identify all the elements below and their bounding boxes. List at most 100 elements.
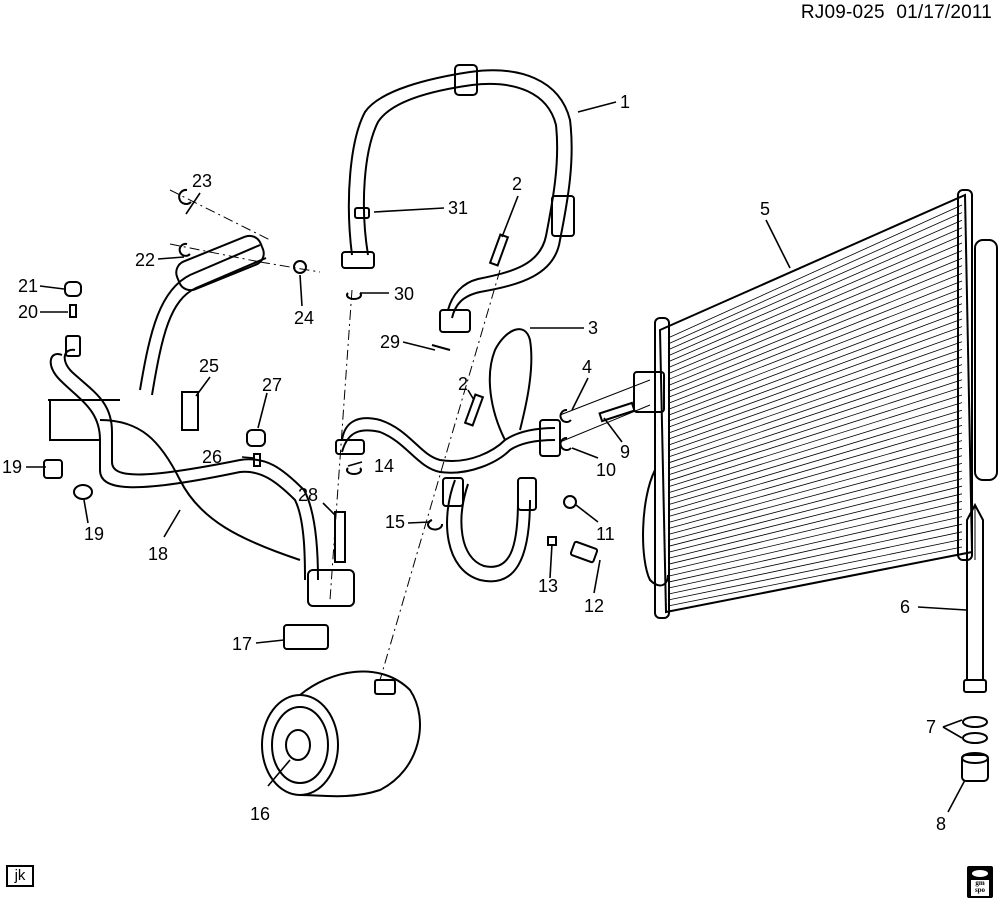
- diagram-code: RJ09-025: [800, 2, 885, 23]
- condenser-fin: [667, 356, 963, 458]
- condenser-fin: [667, 295, 963, 410]
- stud-9: [598, 401, 636, 423]
- callout-15: 15: [385, 512, 405, 532]
- diagram-date: 01/17/2011: [896, 2, 992, 23]
- callout-27: 27: [262, 375, 282, 395]
- callout-6: 6: [900, 597, 910, 617]
- callout-19a: 19: [2, 457, 22, 477]
- callout-2b: 2: [458, 374, 468, 394]
- condenser-fin: [667, 485, 963, 559]
- illustrator-tag: jk: [6, 865, 34, 887]
- condenser-fin: [667, 326, 963, 434]
- callout-8: 8: [936, 814, 946, 834]
- callout-9: 9: [620, 442, 630, 462]
- bolt-2b: [463, 393, 485, 427]
- callout-22: 22: [135, 250, 155, 270]
- condenser-fin: [667, 455, 963, 535]
- seal-23: [178, 188, 192, 205]
- condenser-fin: [667, 364, 963, 464]
- condenser-fin: [667, 402, 963, 494]
- condenser-fin: [667, 257, 963, 381]
- condenser-fin: [667, 409, 963, 500]
- callout-19b: 19: [84, 524, 104, 544]
- valve-core-20: [69, 304, 77, 318]
- callout-30: 30: [394, 284, 414, 304]
- nut-31: [354, 207, 370, 219]
- callout-13: 13: [538, 576, 558, 596]
- tube-18: [48, 234, 355, 607]
- seal-15: [427, 519, 443, 531]
- condenser-fin: [667, 539, 963, 601]
- callout-28: 28: [298, 485, 318, 505]
- condenser-fin: [667, 265, 963, 387]
- condenser-fin: [667, 318, 963, 428]
- callout-18: 18: [148, 544, 168, 564]
- condenser-fin: [667, 371, 963, 470]
- condenser-fin: [667, 501, 963, 571]
- logo-text-bottom: spo: [974, 886, 986, 894]
- illustrator-tag-text: jk: [14, 867, 26, 884]
- callout-labels: 1 2 2 3 4 5 6 7 8 9 10 11 12 13 14 15 16…: [2, 92, 946, 834]
- condenser-fin: [667, 447, 963, 529]
- stud-28: [334, 511, 346, 563]
- o-rings-7: [962, 716, 988, 744]
- callout-31: 31: [448, 198, 468, 218]
- condenser-fin: [667, 470, 963, 547]
- seal-4: [559, 409, 572, 423]
- cap-8: [961, 752, 989, 782]
- condenser-fin: [667, 311, 963, 422]
- diagram-reference-header: RJ09-025 01/17/2011: [801, 2, 992, 24]
- condenser-fin: [667, 333, 963, 440]
- condenser-fin: [667, 280, 963, 398]
- condenser-fin: [667, 546, 963, 607]
- nut-24: [293, 260, 307, 274]
- condenser-fin: [667, 387, 963, 482]
- seal-30: [346, 292, 362, 301]
- seal-10: [559, 437, 572, 451]
- callout-24: 24: [294, 308, 314, 328]
- callout-21: 21: [18, 276, 38, 296]
- condenser-fin: [667, 516, 963, 583]
- condenser-fin: [667, 523, 963, 589]
- callout-25: 25: [199, 356, 219, 376]
- condenser-fin: [667, 493, 963, 565]
- callout-7: 7: [926, 717, 936, 737]
- nut-11: [563, 495, 577, 509]
- callout-4: 4: [582, 357, 592, 377]
- logo-oval: [972, 870, 988, 877]
- condenser-5: [633, 189, 998, 619]
- condenser-fin: [667, 349, 963, 452]
- condenser-fin: [667, 212, 963, 345]
- condenser-fin: [667, 303, 963, 416]
- callout-5: 5: [760, 199, 770, 219]
- condenser-fin: [667, 227, 963, 357]
- condenser-fin: [667, 478, 963, 553]
- callout-11: 11: [596, 524, 615, 544]
- condenser-fin: [667, 242, 963, 369]
- switch-12: [569, 540, 599, 564]
- callout-14: 14: [374, 456, 394, 476]
- condenser-fin: [667, 379, 963, 476]
- seal-22: [178, 242, 191, 257]
- clip-25: [181, 391, 199, 431]
- condenser-fin: [667, 288, 963, 404]
- callout-16: 16: [250, 804, 270, 824]
- small-parts: [43, 188, 636, 650]
- callout-1: 1: [620, 92, 630, 112]
- bracket-17: [283, 624, 329, 650]
- condenser-fin: [667, 417, 963, 506]
- valve-13: [547, 536, 557, 546]
- callout-20: 20: [18, 302, 38, 322]
- clip-19b: [73, 484, 93, 500]
- condenser-fin: [667, 250, 963, 375]
- callout-10: 10: [596, 460, 616, 480]
- dryer-6: [963, 502, 987, 693]
- condenser-fin: [667, 531, 963, 595]
- seal-14: [346, 467, 362, 476]
- condenser-fin: [667, 341, 963, 446]
- valve-core-26: [253, 453, 261, 467]
- hose-3: [335, 328, 561, 583]
